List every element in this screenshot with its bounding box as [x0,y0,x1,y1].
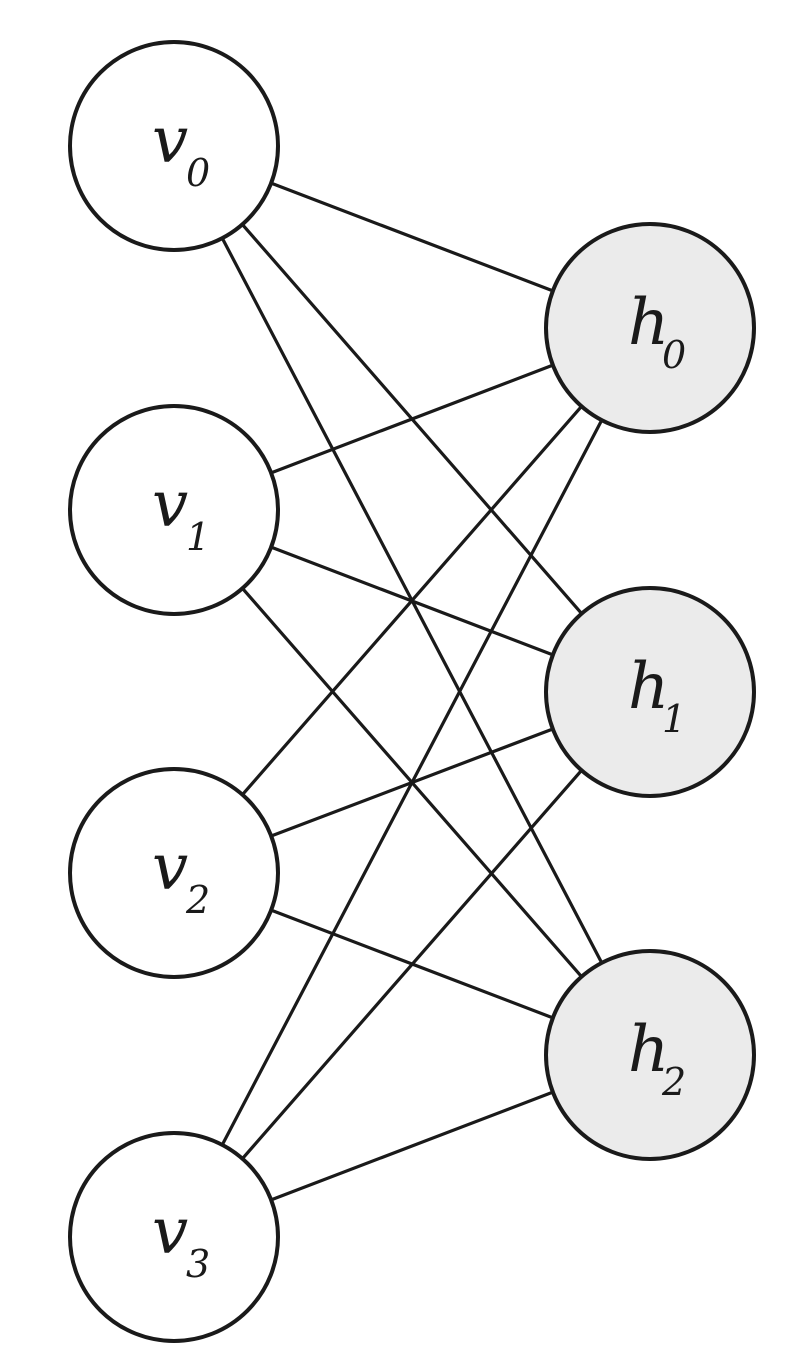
node-v3: v3 [68,1131,280,1343]
node-label-v1: v [152,468,188,542]
node-label-v2: v [152,831,188,905]
node-v2: v2 [68,767,280,979]
edges [220,181,604,1202]
edge-v2-h0 [240,404,584,797]
node-subscript-v0: 0 [186,151,210,195]
node-subscript-v3: 3 [186,1242,210,1286]
edge-v3-h0 [220,418,604,1147]
node-label-v0: v [152,104,188,178]
node-circle-v3 [68,1131,280,1343]
node-circle-h1 [544,586,756,798]
node-label-h1: h [628,650,669,724]
node-label-h2: h [628,1013,669,1087]
node-circle-h0 [544,222,756,434]
node-circle-v1 [68,404,280,616]
node-subscript-h0: 0 [662,333,686,377]
node-label-v3: v [152,1195,188,1269]
node-subscript-v2: 2 [185,878,210,922]
node-h2: h2 [544,949,756,1161]
edge-v0-h0 [269,181,555,293]
node-v0: v0 [68,40,280,252]
edge-v1-h0 [269,363,555,475]
node-circle-h2 [544,949,756,1161]
node-circle-v0 [68,40,280,252]
node-subscript-h2: 2 [661,1060,686,1104]
edge-v3-h1 [240,768,584,1161]
node-subscript-v1: 1 [186,515,210,559]
node-circle-v2 [68,767,280,979]
node-h1: h1 [544,586,756,798]
node-subscript-h1: 1 [662,697,686,741]
node-label-h0: h [628,286,669,360]
node-v1: v1 [68,404,280,616]
node-h0: h0 [544,222,756,434]
edge-v3-h2 [269,1090,555,1202]
